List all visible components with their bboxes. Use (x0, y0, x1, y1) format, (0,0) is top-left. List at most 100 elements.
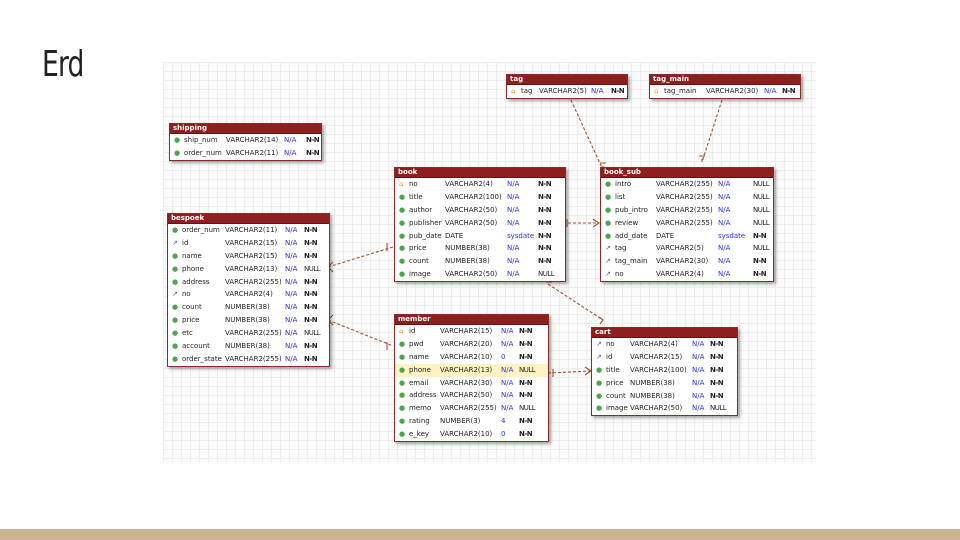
column-null-default: N/A (285, 329, 298, 338)
table-header[interactable]: shipping (170, 124, 321, 134)
link-member-cart (547, 370, 592, 374)
column-null-default: N/A (285, 277, 298, 286)
attribute-icon: ● (596, 365, 603, 374)
column-type: VARCHAR2(100) (445, 192, 502, 201)
column-name: order_state (182, 354, 222, 363)
column-type: VARCHAR2(255) (656, 192, 713, 201)
table-header[interactable]: cart (592, 328, 737, 338)
attribute-icon: ● (605, 180, 612, 188)
column-nullability: N-N (753, 270, 767, 279)
table-header[interactable]: bespoek (168, 214, 329, 224)
foreign-key-icon: ↗ (172, 290, 178, 299)
table-header[interactable]: tag_main (650, 75, 800, 85)
column-type: VARCHAR2(30) (440, 378, 493, 387)
column-name: address (182, 277, 210, 286)
column-null-default: N/A (507, 192, 520, 201)
attribute-icon: ● (399, 218, 406, 227)
attribute-icon: ● (172, 277, 179, 286)
column-name: author (409, 205, 433, 214)
table-header[interactable]: member (395, 315, 548, 325)
table-header[interactable]: book (395, 168, 565, 178)
table-header[interactable]: tag (507, 75, 627, 85)
column-nullability: NULL (753, 205, 770, 214)
column-name: intro (615, 180, 632, 188)
attribute-icon: ● (399, 352, 406, 361)
table-header[interactable]: book_sub (601, 168, 773, 178)
column-nullability: N-N (304, 251, 318, 260)
column-type: VARCHAR2(255) (225, 329, 282, 338)
foreign-key-icon: ↗ (605, 270, 611, 279)
column-name: account (182, 342, 210, 351)
column-type: VARCHAR2(50) (440, 391, 493, 400)
attribute-icon: ● (172, 264, 179, 273)
column-null-default: N/A (285, 342, 298, 351)
column-null-default: N/A (285, 290, 298, 299)
column-type: VARCHAR2(50) (445, 218, 498, 227)
column-type: VARCHAR2(10) (440, 352, 493, 361)
attribute-icon: ● (605, 192, 612, 201)
column-nullability: NULL (753, 180, 770, 188)
column-type: NUMBER(38) (445, 257, 490, 266)
attribute-icon: ● (174, 136, 181, 144)
column-null-default: N/A (285, 354, 298, 363)
column-null-default: N/A (501, 365, 514, 374)
column-name: id (606, 352, 613, 361)
column-type: VARCHAR2(255) (225, 277, 282, 286)
